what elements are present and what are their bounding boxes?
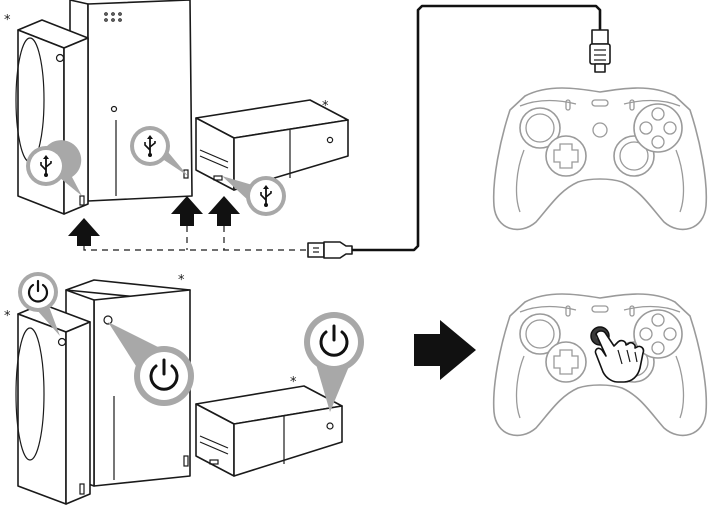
asterisk-marker: * bbox=[178, 273, 185, 288]
power-callout-series-x bbox=[108, 322, 194, 406]
asterisk-marker: * bbox=[322, 99, 329, 114]
asterisk-marker: * bbox=[4, 309, 11, 324]
power-icon bbox=[149, 358, 179, 391]
usb-icon bbox=[260, 185, 272, 207]
usb-callout-series-x bbox=[130, 126, 188, 176]
arrow-up-icon bbox=[68, 218, 100, 246]
usb-cable-dashed bbox=[83, 226, 308, 251]
hand-press-icon bbox=[594, 330, 645, 383]
controller-top bbox=[492, 87, 708, 231]
power-icon bbox=[319, 324, 349, 357]
power-callout-series-s bbox=[18, 272, 60, 336]
power-on-panel: * * * bbox=[4, 272, 708, 505]
power-icon bbox=[27, 279, 49, 303]
usb-icon bbox=[40, 155, 52, 177]
console-xbox-one-top: * bbox=[195, 99, 349, 191]
usb-connection-panel: * * bbox=[4, 0, 708, 259]
asterisk-marker: * bbox=[4, 13, 11, 28]
usb-callout-series-s bbox=[26, 140, 82, 196]
arrow-up-icon bbox=[171, 196, 203, 226]
usb-callout-xbox-one bbox=[222, 176, 286, 216]
usb-c-plug-icon bbox=[589, 29, 611, 73]
console-series-s-bottom: * bbox=[4, 303, 91, 505]
controller-cable bbox=[352, 4, 602, 252]
usb-plug-icon bbox=[307, 241, 353, 259]
arrow-up-icon bbox=[208, 196, 240, 226]
power-callout-xbox-one bbox=[304, 312, 364, 412]
usb-icon bbox=[144, 135, 156, 157]
console-xbox-one-bottom: * bbox=[195, 375, 343, 477]
arrow-right-icon bbox=[414, 320, 476, 380]
asterisk-marker: * bbox=[290, 375, 297, 390]
